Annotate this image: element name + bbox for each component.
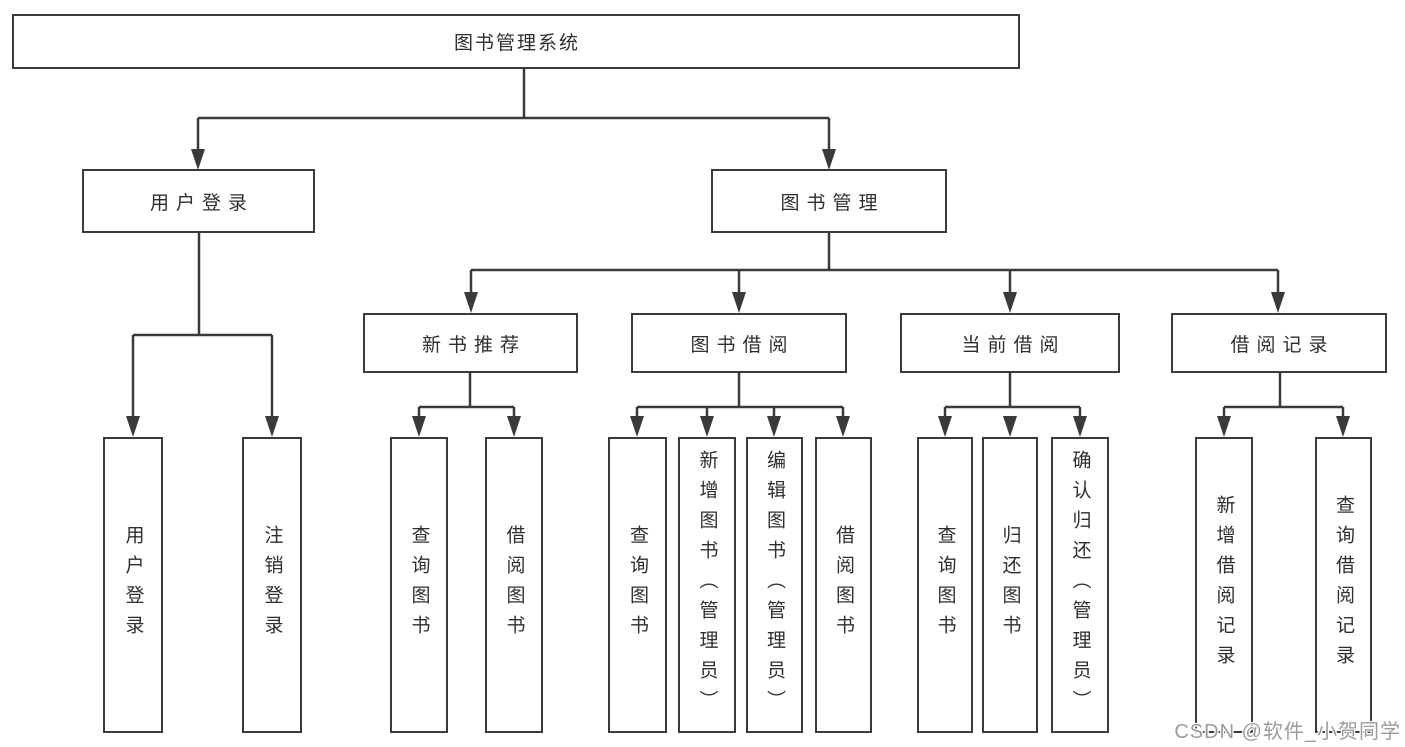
leaf-return-books: 归还图书	[982, 437, 1038, 733]
leaf-add-books-admin: 新增图书（管理员）	[678, 437, 736, 733]
leaf-query-books-recommend: 查询图书	[390, 437, 448, 733]
leaf-borrow-books-recommend: 借阅图书	[485, 437, 543, 733]
leaf-user-login: 用户登录	[103, 437, 163, 733]
leaf-borrow-books-borrowing: 借阅图书	[815, 437, 872, 733]
csdn-watermark: CSDN @软件_小贺同学	[1174, 721, 1401, 743]
node-user-login: 用户登录	[82, 169, 315, 233]
leaf-edit-books-admin: 编辑图书（管理员）	[746, 437, 803, 733]
node-root: 图书管理系统	[12, 14, 1020, 69]
leaf-query-borrow-record: 查询借阅记录	[1315, 437, 1372, 733]
leaf-query-books-current: 查询图书	[917, 437, 973, 733]
leaf-add-borrow-record: 新增借阅记录	[1195, 437, 1253, 733]
node-book-management: 图书管理	[711, 169, 947, 233]
leaf-confirm-return-admin: 确认归还（管理员）	[1051, 437, 1109, 733]
leaf-logout: 注销登录	[242, 437, 302, 733]
node-current-borrowing: 当前借阅	[900, 313, 1120, 373]
node-book-borrowing: 图书借阅	[631, 313, 847, 373]
node-new-book-recommendation: 新书推荐	[363, 313, 578, 373]
leaf-query-books-borrowing: 查询图书	[608, 437, 667, 733]
node-borrowing-records: 借阅记录	[1171, 313, 1387, 373]
